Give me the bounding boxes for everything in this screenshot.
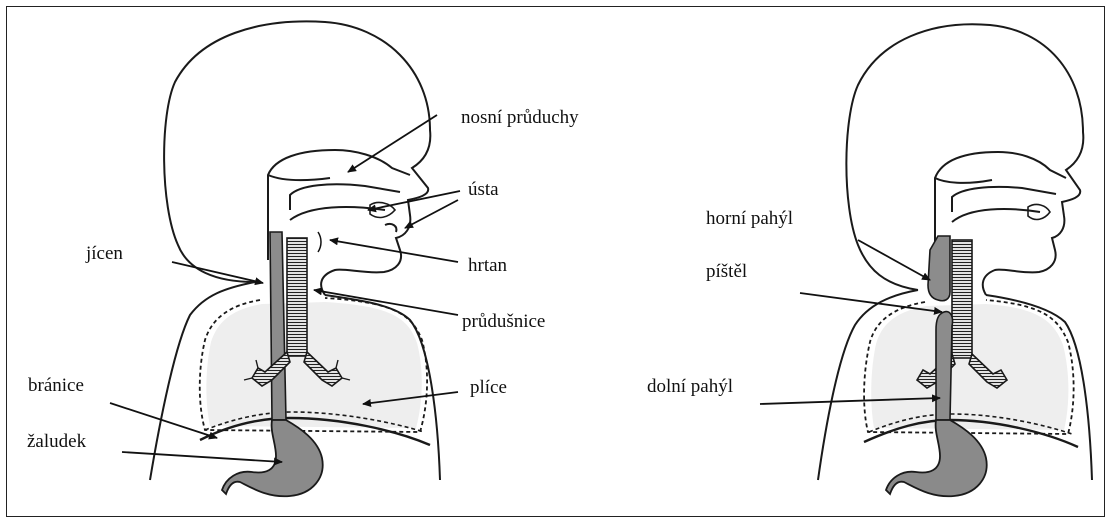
label-horni-pahyl: horní pahýl xyxy=(706,209,793,228)
arrow-zaludek xyxy=(122,452,282,462)
label-jicen: jícen xyxy=(86,244,123,263)
arrow-nosni-pruduchy xyxy=(348,115,437,172)
right-stomach xyxy=(886,420,987,496)
right-upper-pouch xyxy=(928,236,950,301)
arrow-usta-2 xyxy=(405,200,458,228)
label-nosni-pruduchy: nosní průduchy xyxy=(461,108,579,127)
arrow-jicen xyxy=(172,262,263,283)
arrow-horni-pahyl xyxy=(858,240,930,280)
label-branice: bránice xyxy=(28,376,84,395)
label-hrtan: hrtan xyxy=(468,256,507,275)
arrow-hrtan xyxy=(330,240,458,262)
label-zaludek: žaludek xyxy=(27,432,86,451)
left-trachea xyxy=(287,238,307,356)
label-usta: ústa xyxy=(468,180,499,199)
right-trachea xyxy=(952,240,972,358)
right-lower-pouch xyxy=(936,312,953,420)
label-pistel: píštěl xyxy=(706,262,747,281)
label-plice: plíce xyxy=(470,378,507,397)
label-dolni-pahyl: dolní pahýl xyxy=(647,377,733,396)
label-prudusnice: průdušnice xyxy=(462,312,545,331)
left-stomach xyxy=(222,420,323,496)
left-esophagus xyxy=(270,232,286,420)
